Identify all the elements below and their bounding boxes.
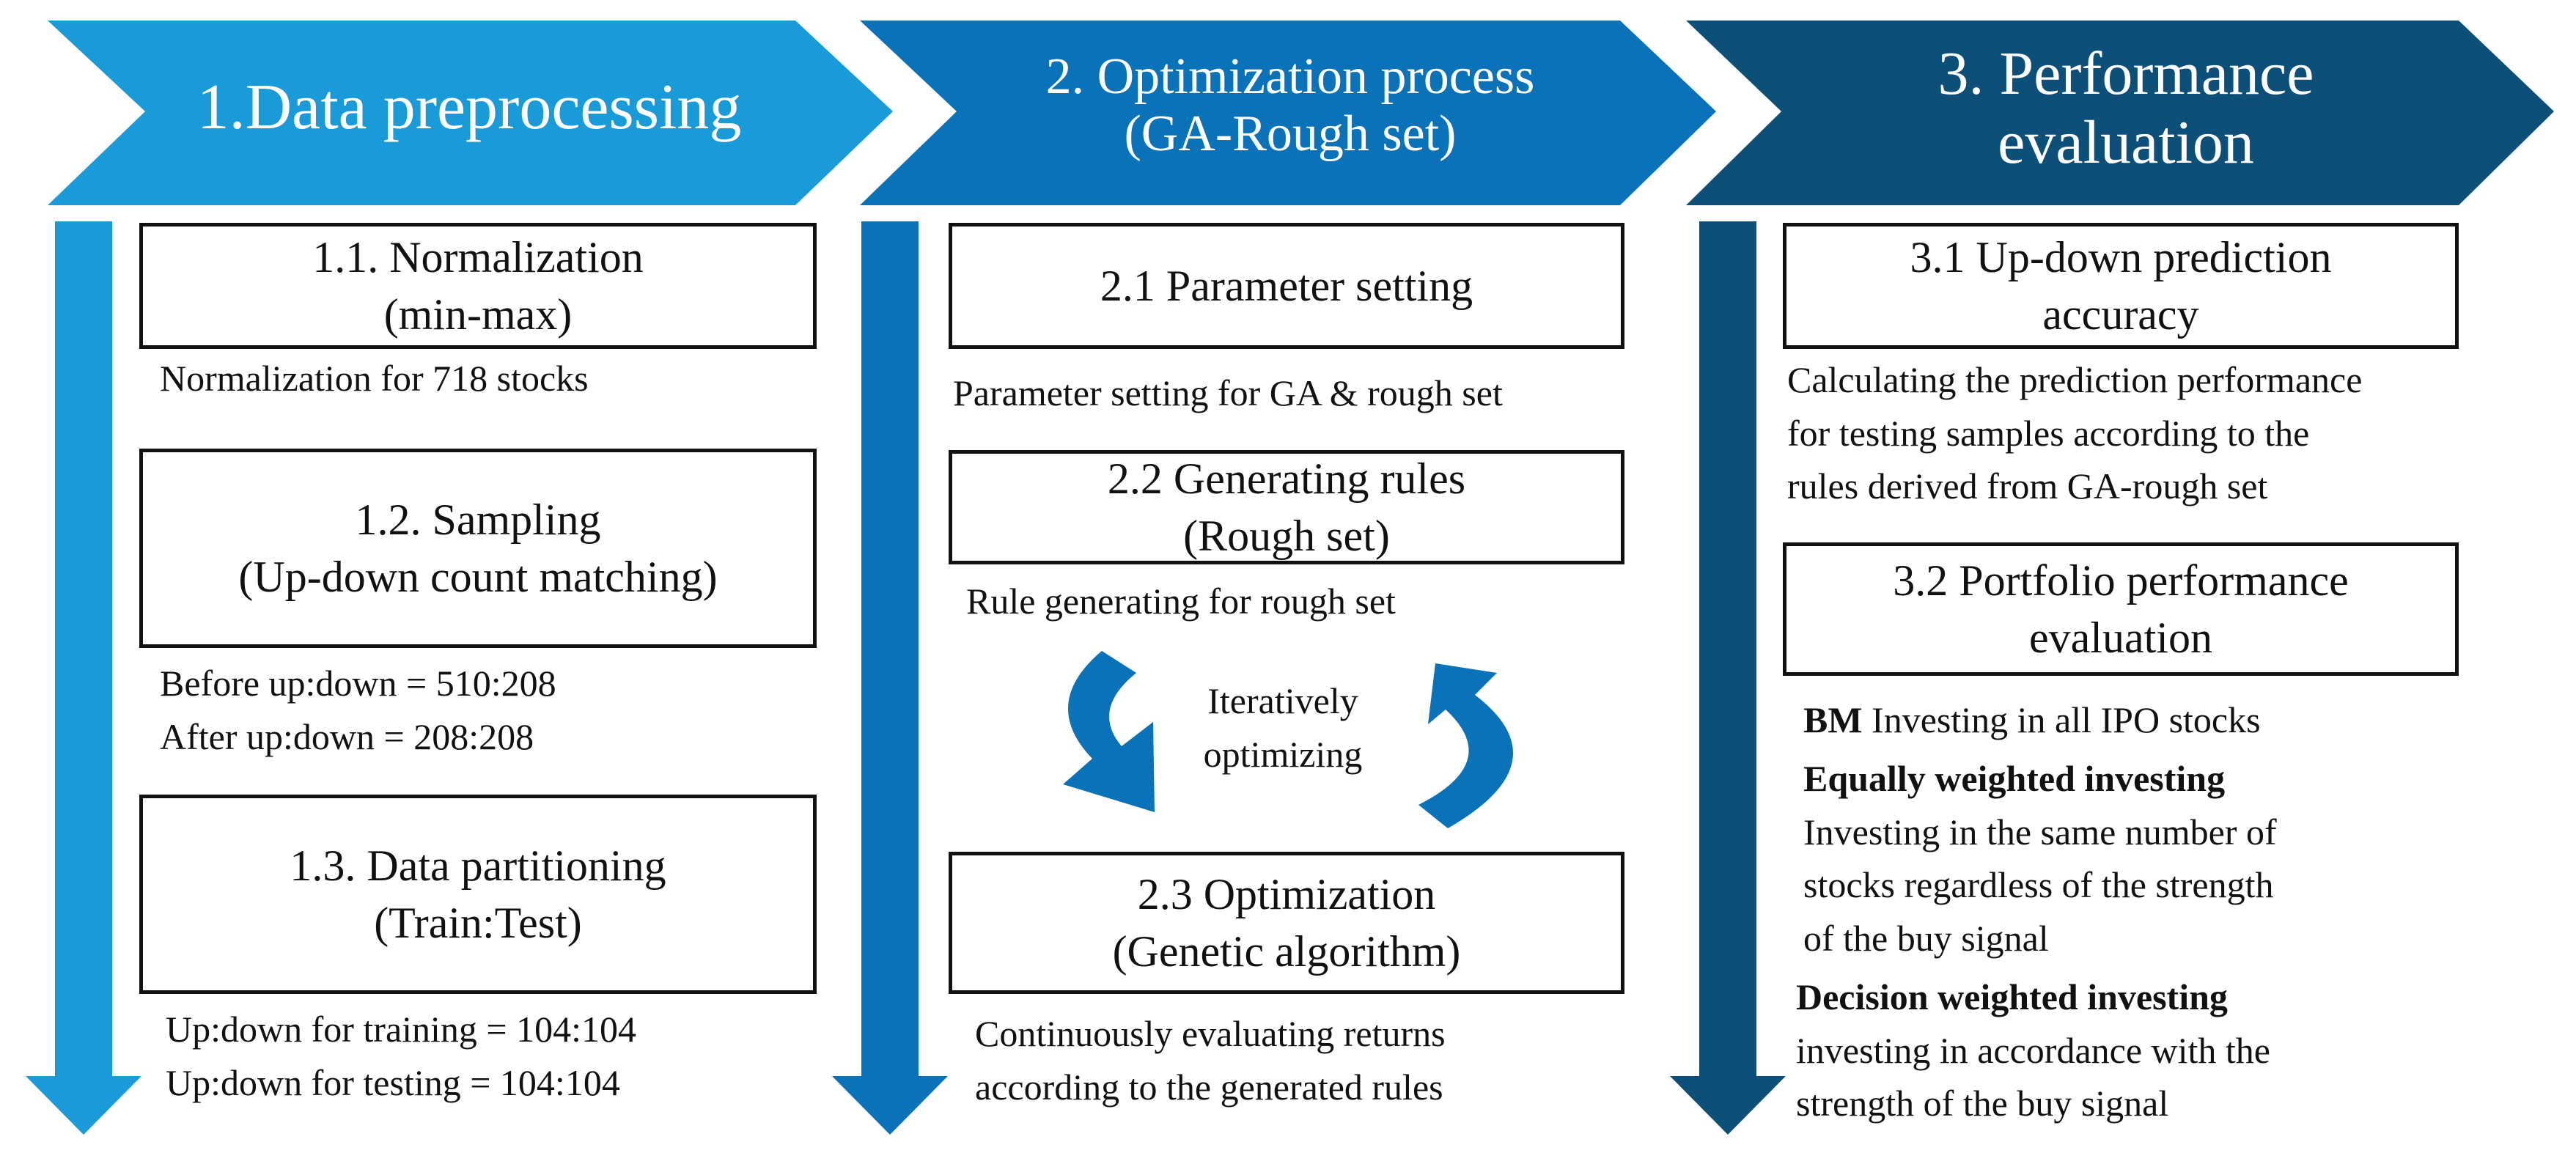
box-sampling: 1.2. Sampling (Up-down count matching) — [139, 449, 817, 648]
loop-label-line: Iteratively — [1207, 680, 1358, 721]
stage-1-title: 1.Data preprocessing — [147, 72, 792, 144]
note-line: Normalization for 718 stocks — [160, 358, 589, 399]
note-line: for testing samples according to the — [1787, 412, 2310, 454]
stage-1-title-line: 1.Data preprocessing — [196, 72, 742, 143]
loop-label-line: optimizing — [1203, 733, 1363, 775]
box-line: (min-max) — [383, 290, 573, 339]
note-line: Rule generating for rough set — [966, 581, 1396, 622]
box-normalization: 1.1. Normalization (min-max) — [139, 223, 817, 349]
note-line: Calculating the prediction performance — [1787, 359, 2363, 400]
stage-2-title: 2. Optimization process (GA-Rough set) — [953, 48, 1627, 163]
stage-2-title-line-2: (GA-Rough set) — [1124, 106, 1457, 163]
box-prediction-accuracy: 3.1 Up-down prediction accuracy — [1783, 223, 2459, 349]
strategy-name: BM — [1803, 699, 1863, 740]
box-generating-rules: 2.2 Generating rules (Rough set) — [949, 450, 1624, 564]
box-data-partitioning: 1.3. Data partitioning (Train:Test) — [139, 795, 817, 994]
strategy-name: Equally weighted investing — [1803, 758, 2226, 799]
box-portfolio-performance: 3.2 Portfolio performance evaluation — [1783, 542, 2459, 676]
box-line: 2.2 Generating rules — [1107, 454, 1466, 503]
strategy-line: BM Investing in all IPO stocks — [1803, 693, 2261, 747]
box-line: 3.1 Up-down prediction — [1910, 233, 2332, 281]
stage-2-title-line-1: 2. Optimization process — [1045, 48, 1535, 105]
note-line: Up:down for testing = 104:104 — [166, 1061, 620, 1103]
loop-label: Iteratively optimizing — [1158, 674, 1407, 781]
note-normalization: Normalization for 718 stocks — [160, 352, 589, 405]
strategy-desc: Investing in the same number of — [1803, 811, 2277, 852]
strategy-bm: BM Investing in all IPO stocks — [1803, 693, 2261, 747]
box-line: (Rough set) — [1183, 512, 1390, 560]
note-line: After up:down = 208:208 — [160, 715, 534, 757]
note-line: Continuously evaluating returns — [975, 1013, 1446, 1054]
stage-3-title-line-1: 3. Performance — [1937, 40, 2314, 108]
note-parameter-setting: Parameter setting for GA & rough set — [953, 366, 1503, 420]
note-prediction-accuracy: Calculating the prediction performance f… — [1787, 353, 2362, 513]
note-line: according to the generated rules — [975, 1066, 1443, 1108]
box-line: evaluation — [2029, 614, 2212, 662]
stage-2-down-arrow — [832, 221, 948, 1135]
box-line: 2.1 Parameter setting — [1100, 262, 1473, 310]
note-line: Up:down for training = 104:104 — [166, 1009, 637, 1050]
cycle-arrow-down-icon — [1063, 651, 1155, 812]
note-optimization: Continuously evaluating returns accordin… — [975, 1007, 1446, 1113]
box-line: 1.3. Data partitioning — [290, 841, 666, 890]
box-line: 3.2 Portfolio performance — [1893, 556, 2349, 605]
strategy-desc: investing in accordance with the — [1796, 1029, 2270, 1071]
strategy-equally-weighted: Equally weighted investing Investing in … — [1803, 752, 2277, 965]
box-line: (Up-down count matching) — [238, 553, 718, 601]
cycle-arrow-up-icon — [1418, 663, 1513, 828]
strategy-desc: strength of the buy signal — [1796, 1083, 2169, 1124]
note-partitioning: Up:down for training = 104:104 Up:down f… — [166, 1003, 636, 1109]
stage-3-title: 3. Performance evaluation — [1774, 40, 2478, 177]
box-line: 1.2. Sampling — [355, 496, 601, 544]
stage-3-down-arrow — [1670, 221, 1786, 1135]
note-line: Before up:down = 510:208 — [160, 663, 556, 704]
stage-1-chevron — [48, 21, 893, 205]
note-line: Parameter setting for GA & rough set — [953, 372, 1503, 413]
strategy-desc: stocks regardless of the strength — [1803, 864, 2274, 905]
box-line: 1.1. Normalization — [312, 233, 644, 281]
stage-1-down-arrow — [26, 221, 141, 1135]
box-optimization: 2.3 Optimization (Genetic algorithm) — [949, 852, 1624, 994]
stage-2-chevron — [860, 21, 1716, 205]
strategy-desc: Investing in all IPO stocks — [1862, 699, 2261, 740]
box-line: accuracy — [2042, 290, 2199, 339]
strategy-name: Decision weighted investing — [1796, 976, 2228, 1017]
note-line: rules derived from GA-rough set — [1787, 465, 2268, 507]
box-line: (Genetic algorithm) — [1112, 927, 1461, 976]
stage-3-chevron — [1686, 21, 2554, 205]
strategy-decision-weighted: Decision weighted investing investing in… — [1796, 970, 2270, 1130]
note-generating-rules: Rule generating for rough set — [966, 575, 1396, 628]
strategy-desc: of the buy signal — [1803, 917, 2049, 959]
stage-3-title-line-2: evaluation — [1998, 108, 2254, 177]
box-line: (Train:Test) — [374, 899, 582, 947]
note-sampling: Before up:down = 510:208 After up:down =… — [160, 657, 556, 763]
box-line: 2.3 Optimization — [1137, 870, 1436, 918]
box-parameter-setting: 2.1 Parameter setting — [949, 223, 1624, 349]
